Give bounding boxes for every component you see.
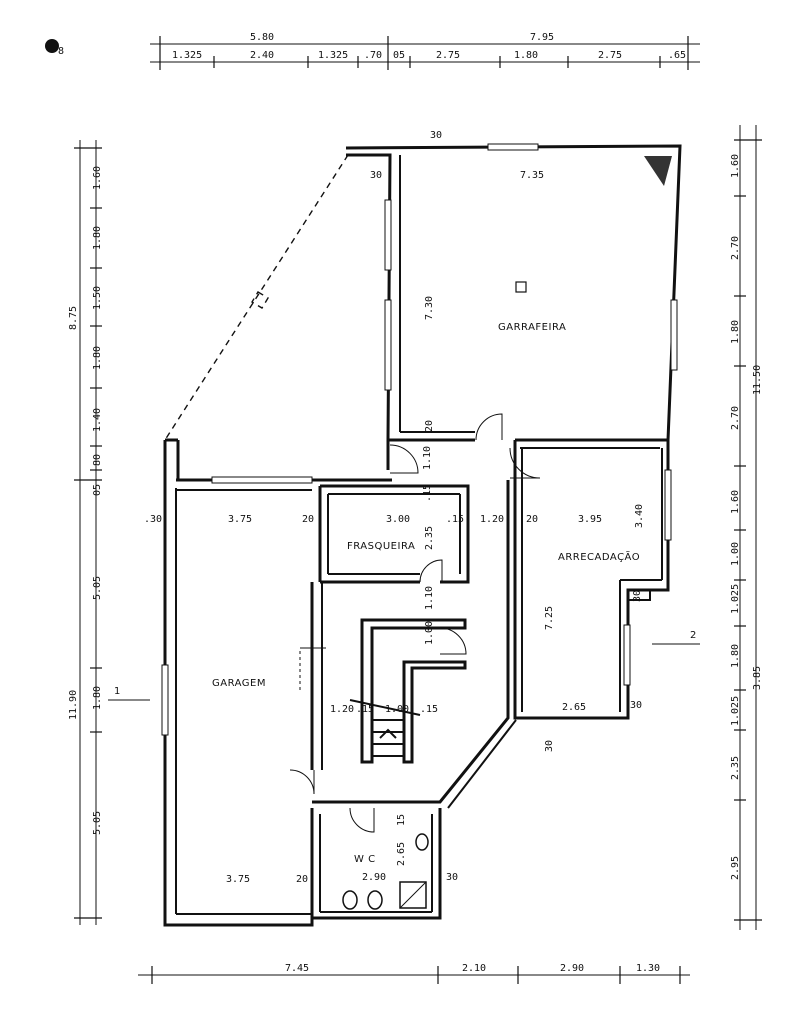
dim-r-1-025-a: 1.025 bbox=[730, 584, 741, 614]
dim-5-05-a: 5.05 bbox=[92, 576, 103, 600]
windows bbox=[161, 143, 678, 736]
top-dimension-lines: 5.80 7.95 1.325 2.40 1.325 .70 05 2.75 1… bbox=[150, 32, 700, 70]
dim-1-60: 1.60 bbox=[92, 166, 103, 190]
int-dim-3: 7.30 bbox=[424, 296, 435, 320]
int-dim-32: 3.75 bbox=[226, 874, 250, 885]
dim-r-2-35: 2.35 bbox=[730, 756, 741, 780]
int-dim-31: 30 bbox=[446, 872, 458, 883]
int-dim-15: 3.95 bbox=[578, 514, 602, 525]
int-dim-23: 1.00 bbox=[385, 704, 409, 715]
dim-1-50: 1.50 bbox=[92, 286, 103, 310]
int-dim-16: 3.40 bbox=[634, 504, 645, 528]
room-label-garagem: GARAGEM bbox=[212, 678, 266, 689]
dim-11-90: 11.90 bbox=[68, 690, 79, 720]
int-dim-33: 20 bbox=[296, 874, 308, 885]
dim-65: .65 bbox=[668, 50, 686, 61]
dim-1-80-a: 1.80 bbox=[92, 226, 103, 250]
dim-1-30: 1.30 bbox=[636, 963, 660, 974]
room-label-garrafeira: GARRAFEIRA bbox=[498, 322, 566, 333]
int-dim-1: 7.35 bbox=[520, 170, 544, 181]
int-dim-7: 20 bbox=[302, 514, 314, 525]
dim-2-40: 2.40 bbox=[250, 50, 274, 61]
int-dim-14: 20 bbox=[526, 514, 538, 525]
dim-2-75-b: 2.75 bbox=[598, 50, 622, 61]
dim-2-75-a: 2.75 bbox=[436, 50, 460, 61]
dim-r-2-70-a: 2.70 bbox=[730, 236, 741, 260]
int-dim-27: 30 bbox=[544, 740, 555, 752]
int-dim-13: 1.20 bbox=[480, 514, 504, 525]
dim-7-45: 7.45 bbox=[285, 963, 309, 974]
dim-8-75: 8.75 bbox=[68, 306, 79, 330]
bottom-dimension-line: 7.45 2.10 2.90 1.30 bbox=[138, 963, 690, 984]
int-dim-0: 30 bbox=[430, 130, 442, 141]
int-dim-10: .15 bbox=[446, 514, 464, 525]
dim-05-left: 05 bbox=[92, 484, 103, 496]
int-dim-30: 2.90 bbox=[362, 872, 386, 883]
int-dim-24: .15 bbox=[420, 704, 438, 715]
right-dimension-lines: 11.50 3.85 1.60 2.70 1.80 2.70 1.60 1.00… bbox=[730, 125, 763, 930]
dim-r-1-80: 1.80 bbox=[730, 320, 741, 344]
dim-7-95: 7.95 bbox=[530, 32, 554, 43]
int-dim-5: 1.10 bbox=[422, 446, 433, 470]
corner-mark: 8 bbox=[45, 39, 64, 57]
dim-05: 05 bbox=[393, 50, 405, 61]
int-dim-29: 2.65 bbox=[396, 842, 407, 866]
room-label-frasqueira: FRASQUEIRA bbox=[347, 541, 415, 552]
int-dim-8: .30 bbox=[144, 514, 162, 525]
dim-r-2-95: 2.95 bbox=[730, 856, 741, 880]
doors bbox=[289, 413, 541, 833]
section-markers: 1 2 bbox=[108, 630, 700, 701]
dim-r-1-00: 1.00 bbox=[730, 542, 741, 566]
dim-3-85: 3.85 bbox=[752, 666, 763, 690]
walls bbox=[163, 144, 682, 927]
int-dim-4: 20 bbox=[424, 420, 435, 432]
int-dim-17: 7.25 bbox=[544, 606, 555, 630]
int-dim-21: 1.20 bbox=[330, 704, 354, 715]
section-marker-2: 2 bbox=[690, 630, 697, 641]
room-label-wc: W C bbox=[354, 854, 376, 865]
int-dim-28: 15 bbox=[396, 814, 407, 826]
int-dim-2: 30 bbox=[370, 170, 382, 181]
room-labels: GARRAFEIRA FRASQUEIRA ARRECADAÇÃO GARAGE… bbox=[212, 281, 640, 865]
dim-r-1-025-b: 1.025 bbox=[730, 696, 741, 726]
dim-2-90: 2.90 bbox=[560, 963, 584, 974]
dim-1-80-c: 1.80 bbox=[92, 686, 103, 710]
int-dim-25: 2.65 bbox=[562, 702, 586, 713]
dim-70: .70 bbox=[364, 50, 382, 61]
room-label-arrecadacao: ARRECADAÇÃO bbox=[558, 550, 640, 563]
dim-2-10: 2.10 bbox=[462, 963, 486, 974]
int-dim-9: 3.00 bbox=[386, 514, 410, 525]
dim-r-2-70-b: 2.70 bbox=[730, 406, 741, 430]
int-dim-12: 2.35 bbox=[424, 526, 435, 550]
int-dim-22: .15 bbox=[356, 704, 374, 715]
left-dimension-lines: 8.75 11.90 5.05 5.05 1.60 1.80 1.50 1.80… bbox=[68, 140, 103, 925]
int-dim-26: 30 bbox=[630, 700, 642, 711]
int-dim-18: 30 bbox=[632, 590, 643, 602]
dim-5-05-b: 5.05 bbox=[92, 811, 103, 835]
int-dim-19: 1.10 bbox=[424, 586, 435, 610]
int-dim-20: 1.00 bbox=[424, 621, 435, 645]
dim-r-1-60: 1.60 bbox=[730, 154, 741, 178]
int-dim-11: .15 bbox=[422, 484, 433, 502]
corner-mark-label: 8 bbox=[58, 46, 64, 57]
dim-r-1-80-b: 1.80 bbox=[730, 644, 741, 668]
dim-1-80-b: 1.80 bbox=[92, 346, 103, 370]
dim-5-80: 5.80 bbox=[250, 32, 274, 43]
section-marker-1: 1 bbox=[114, 686, 121, 697]
dim-1-80: 1.80 bbox=[514, 50, 538, 61]
dim-1-40: 1.40 bbox=[92, 408, 103, 432]
dim-11-50: 11.50 bbox=[752, 365, 763, 395]
dim-1-325-b: 1.325 bbox=[318, 50, 348, 61]
dim-1-325-a: 1.325 bbox=[172, 50, 202, 61]
interior-dimensions: 30 7.35 30 7.30 20 1.10 3.75 20 .30 3.00… bbox=[144, 130, 645, 885]
dim-r-1-60-b: 1.60 bbox=[730, 490, 741, 514]
int-dim-6: 3.75 bbox=[228, 514, 252, 525]
dim-80: 80 bbox=[92, 454, 103, 466]
